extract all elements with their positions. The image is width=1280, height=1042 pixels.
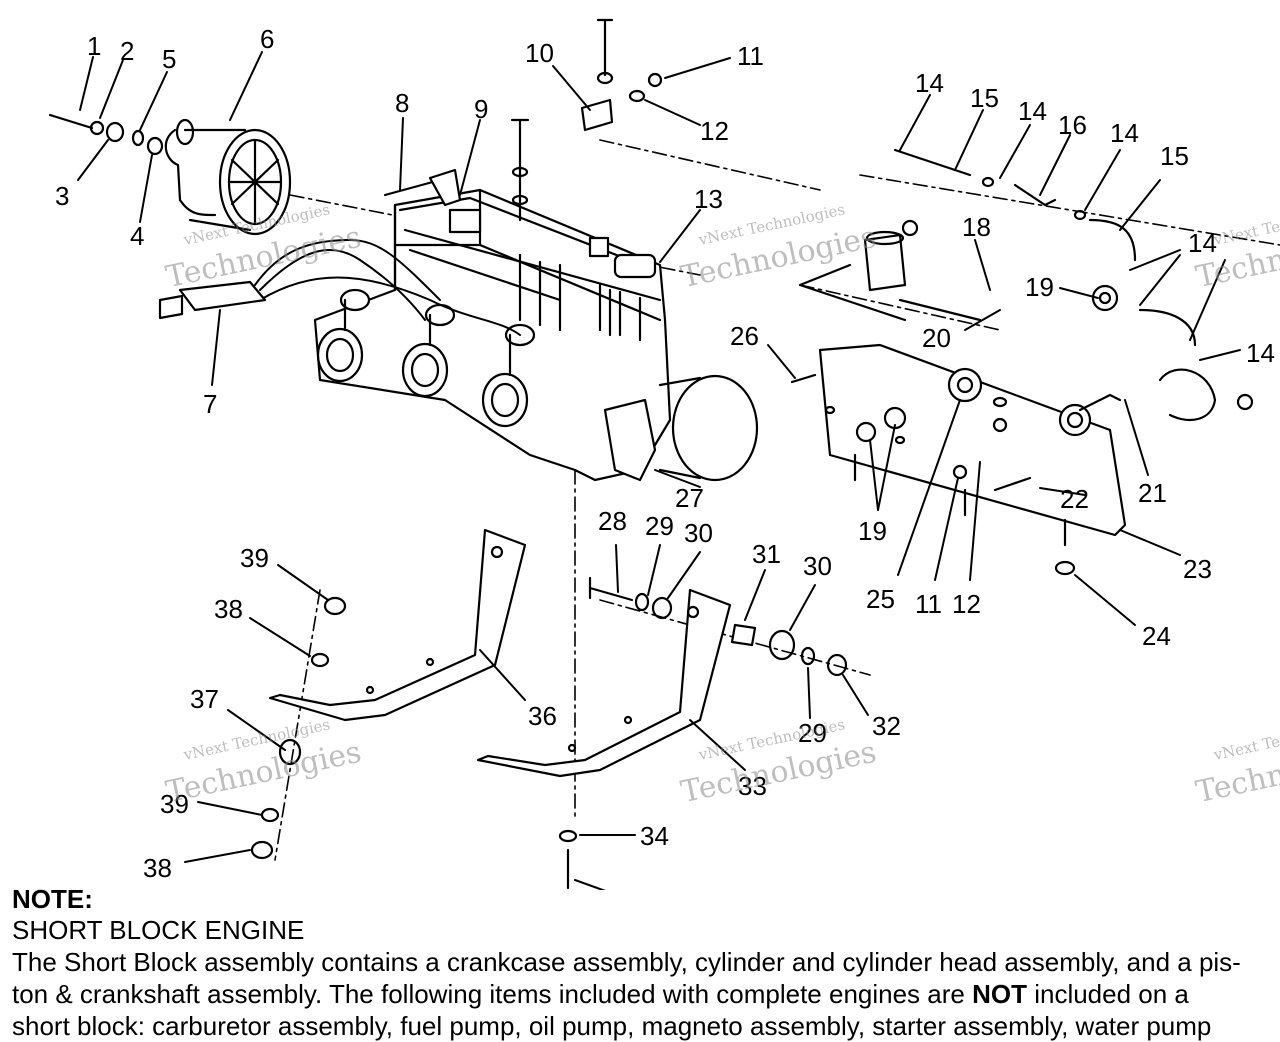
- callout-21: 21: [1138, 478, 1167, 508]
- callout-35: 35: [632, 886, 661, 890]
- callout-2: 2: [120, 36, 134, 66]
- callout-14: 14: [1246, 338, 1275, 368]
- callout-25: 25: [866, 584, 895, 614]
- callout-29: 29: [798, 718, 827, 748]
- callout-30: 30: [803, 551, 832, 581]
- callout-3: 3: [55, 181, 69, 211]
- note-line-2-pre: ton & crankshaft assembly. The following…: [12, 979, 973, 1009]
- callout-38: 38: [214, 594, 243, 624]
- callout-37: 37: [190, 684, 219, 714]
- mount-hardware: [588, 576, 848, 677]
- callout-15: 15: [970, 83, 999, 113]
- callout-29: 29: [645, 511, 674, 541]
- callout-15: 15: [1160, 141, 1189, 171]
- callout-36: 36: [528, 701, 557, 731]
- starter-hardware: [48, 113, 164, 156]
- spark-plug-wire: [383, 168, 462, 207]
- note-line-1: The Short Block assembly contains a cran…: [12, 947, 1241, 977]
- callout-23: 23: [1183, 554, 1212, 584]
- callout-13: 13: [694, 184, 723, 214]
- carburetors: [316, 288, 536, 428]
- callout-30: 30: [684, 518, 713, 548]
- callout-34: 34: [640, 821, 669, 851]
- callout-5: 5: [162, 44, 176, 74]
- callout-14: 14: [1018, 96, 1047, 126]
- mount-bracket-33: [476, 588, 732, 778]
- callout-22: 22: [1060, 484, 1089, 514]
- watermark-text: vNext Technologies: [1211, 715, 1280, 764]
- bracket-10: [580, 98, 614, 132]
- callout-32: 32: [872, 711, 901, 741]
- nut-11: [647, 72, 663, 88]
- bolt-22: [993, 476, 1032, 492]
- callout-16: 16: [1058, 110, 1087, 140]
- callout-19: 19: [858, 516, 887, 546]
- callout-28: 28: [598, 506, 627, 536]
- callout-12: 12: [952, 589, 981, 619]
- callout-39: 39: [160, 789, 189, 819]
- callout-14: 14: [1110, 118, 1139, 148]
- callout-24: 24: [1142, 621, 1171, 651]
- recoil-starter: [164, 118, 292, 236]
- callout-1: 1: [87, 31, 101, 61]
- note-section: NOTE: SHORT BLOCK ENGINE The Short Block…: [12, 884, 1280, 1042]
- watermark-text: vNext Technologies: [1211, 200, 1280, 249]
- engine-block: [313, 188, 759, 482]
- callout-26: 26: [730, 321, 759, 351]
- callout-31: 31: [752, 539, 781, 569]
- callout-labels: 1 2 3 4 5 6 7 8 9 10 11 12 13 14 15 14 1…: [55, 24, 1275, 890]
- bolt-26: [790, 373, 817, 384]
- starter-solenoid: [798, 219, 982, 322]
- washer-12: [628, 89, 646, 103]
- callout-11: 11: [915, 589, 942, 619]
- note-line-2-post: included on a: [1026, 979, 1189, 1009]
- callout-39: 39: [240, 543, 269, 573]
- mount-bracket-36: [268, 528, 527, 722]
- callout-38: 38: [143, 853, 172, 883]
- callout-9: 9: [474, 94, 488, 124]
- callout-4: 4: [130, 221, 144, 251]
- mount-bracket-27: [603, 398, 657, 482]
- fuel-line-right: [893, 148, 1197, 347]
- note-subtitle: SHORT BLOCK ENGINE: [12, 915, 305, 945]
- magneto-housing: [671, 374, 759, 482]
- nut-19: [855, 421, 877, 443]
- note-line-3: short block: carburetor assembly, fuel p…: [12, 1011, 1212, 1041]
- cdi-box: [158, 280, 267, 320]
- pipe-21: [1078, 368, 1254, 422]
- exploded-parts-diagram: 1 2 3 4 5 6 7 8 9 10 11 12 13 14 15 14 1…: [48, 18, 1280, 890]
- fuel-pump-19: [1091, 284, 1119, 312]
- leader-lines: [77, 51, 1241, 890]
- note-line-2-bold: NOT: [972, 979, 1027, 1009]
- callout-18: 18: [962, 212, 991, 242]
- callout-14: 14: [1188, 228, 1217, 258]
- callout-27: 27: [675, 483, 704, 513]
- callout-12: 12: [700, 116, 729, 146]
- callout-7: 7: [203, 389, 217, 419]
- note-title: NOTE:: [12, 884, 93, 914]
- callout-33: 33: [738, 771, 767, 801]
- lower-hardware: [250, 596, 578, 890]
- callout-11: 11: [737, 41, 764, 71]
- note-line-2: ton & crankshaft assembly. The following…: [12, 978, 1280, 1010]
- mounting-plate: [818, 343, 1127, 547]
- nut-11b: [952, 464, 968, 480]
- callout-6: 6: [260, 24, 274, 54]
- callout-20: 20: [922, 323, 951, 353]
- fuel-lines: [254, 239, 521, 336]
- nut-24: [1054, 560, 1076, 576]
- head-studs: [510, 18, 614, 222]
- callout-19: 19: [1025, 272, 1054, 302]
- callout-14: 14: [915, 68, 944, 98]
- callout-8: 8: [395, 88, 409, 118]
- callout-10: 10: [525, 38, 554, 68]
